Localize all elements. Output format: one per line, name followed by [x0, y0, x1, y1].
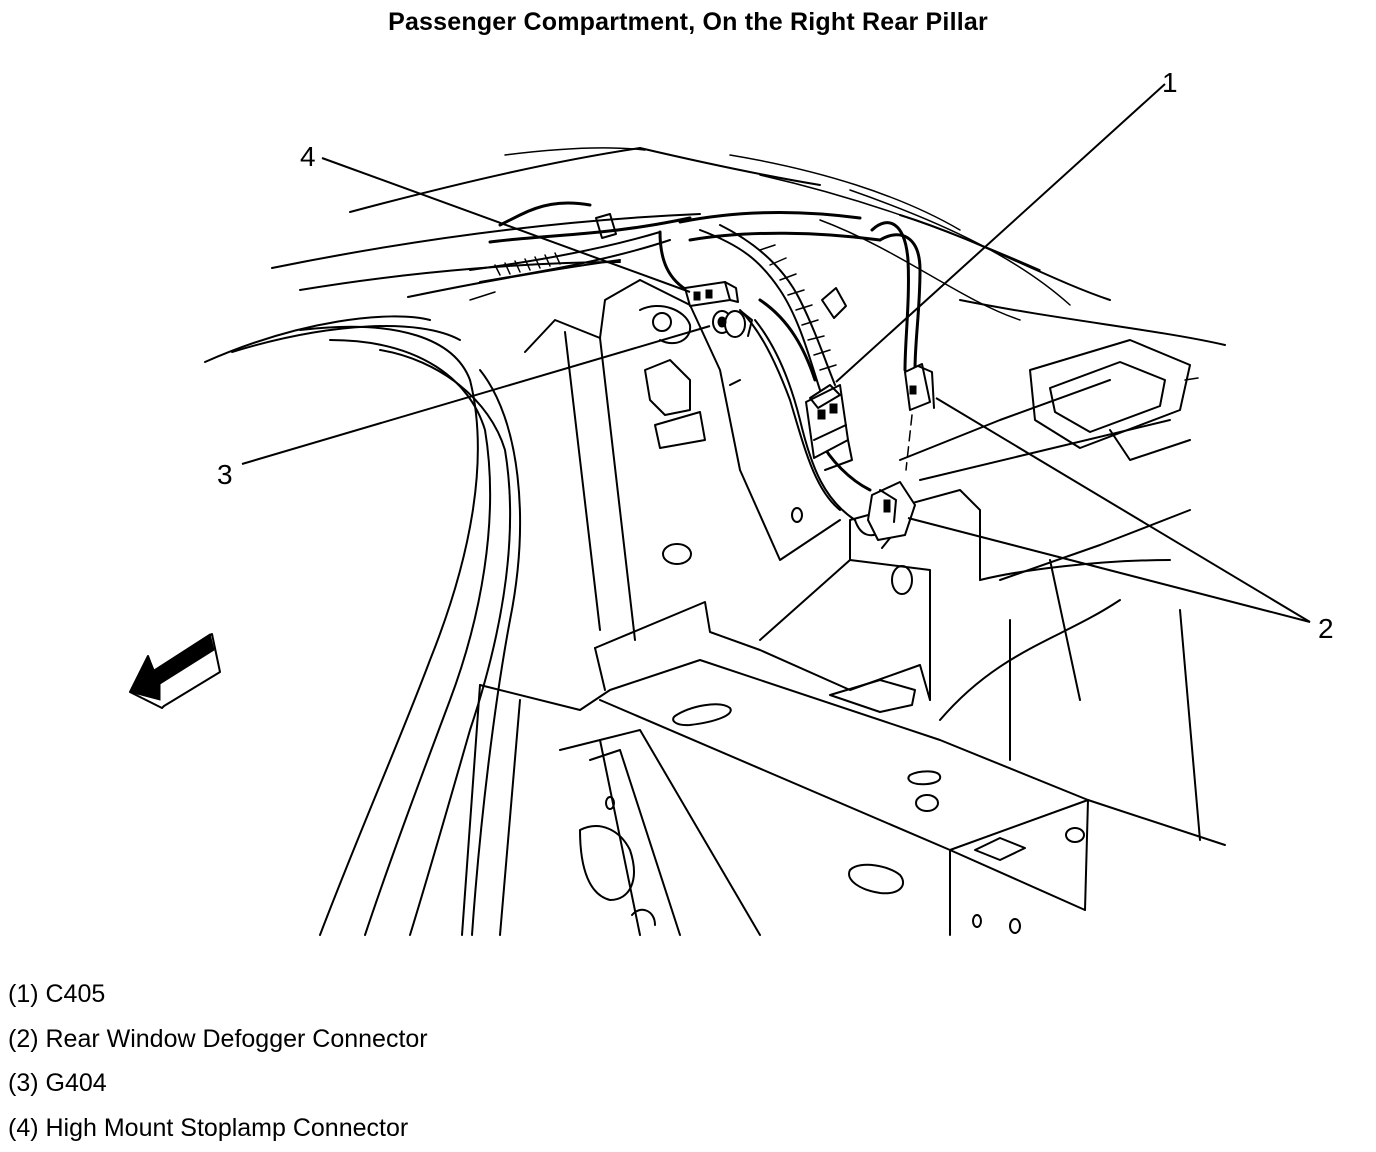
connector-defogger-upper — [904, 363, 935, 471]
pillar-panel — [524, 279, 841, 641]
callout-3: 3 — [217, 459, 233, 490]
callout-2: 2 — [1318, 613, 1334, 644]
diagram-title: Passenger Compartment, On the Right Rear… — [388, 8, 988, 36]
callout-1: 1 — [1162, 67, 1178, 98]
legend-item-g404: (3) G404 — [8, 1069, 107, 1097]
legend-item-stoplamp-connector: (4) High Mount Stoplamp Connector — [8, 1113, 409, 1142]
package-shelf — [461, 489, 1226, 936]
legend-item-c405: (1) C405 — [8, 980, 106, 1008]
connector-stoplamp — [684, 281, 739, 307]
lower-panel — [559, 729, 905, 936]
pillar-illustration: 1 2 3 4 — [129, 67, 1334, 936]
wiring-harness — [469, 201, 922, 537]
callout-4: 4 — [300, 141, 316, 172]
rear-deck — [899, 299, 1226, 481]
legend-list: (1) C405 (2) Rear Window Defogger Connec… — [8, 972, 428, 1150]
ground-g404 — [712, 310, 753, 338]
direction-arrow-icon — [129, 633, 221, 709]
leader-lines — [241, 83, 1311, 623]
harness-clip — [821, 287, 847, 319]
wheelhouse — [204, 315, 521, 936]
legend-item-defogger-connector: (2) Rear Window Defogger Connector — [8, 1024, 428, 1053]
connector-defogger-lower — [867, 481, 916, 549]
connector-c405 — [805, 384, 853, 471]
